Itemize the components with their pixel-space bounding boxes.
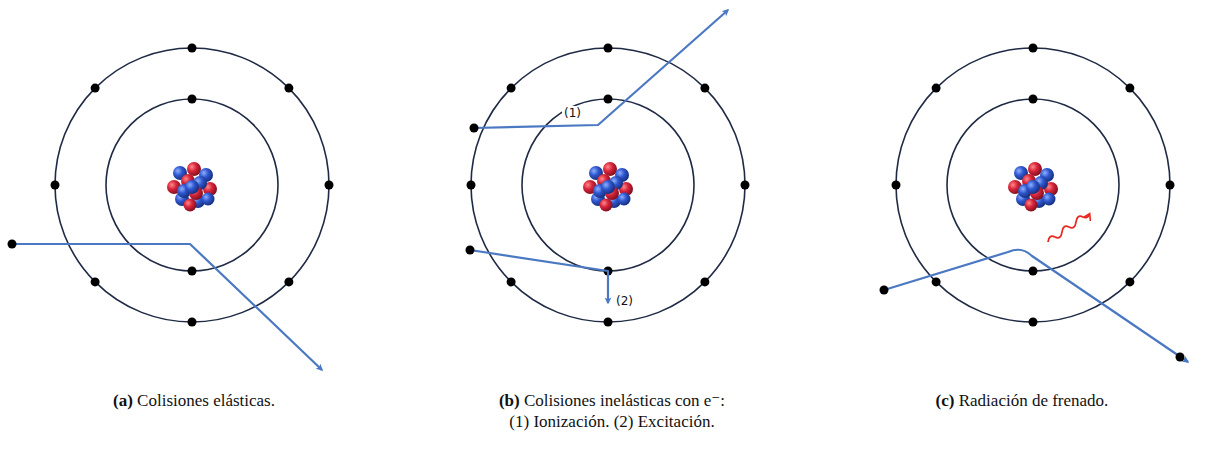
bremsstrahlung-track (884, 250, 1188, 362)
figure-caption: (b) Colisiones inelásticas con e⁻: (1) I… (402, 390, 822, 432)
particle (470, 124, 479, 133)
callout-number: (1) (562, 106, 583, 120)
atom-b (467, 44, 750, 327)
particle (8, 240, 17, 249)
callout-number: (2) (614, 294, 635, 308)
photon-wave (1048, 215, 1089, 242)
particle (1176, 353, 1185, 362)
figure-caption: (a) Colisiones elásticas. (4, 390, 384, 411)
atom-a (51, 44, 334, 327)
particle-dots (8, 124, 1185, 362)
elastic-track (12, 244, 322, 370)
figure-caption: (c) Radiación de frenado. (842, 390, 1202, 411)
particle (466, 246, 475, 255)
ionization-track (474, 10, 728, 128)
excitation-track (470, 250, 608, 303)
particle (880, 286, 889, 295)
particle-tracks (12, 10, 1188, 370)
atom-c (892, 44, 1175, 327)
